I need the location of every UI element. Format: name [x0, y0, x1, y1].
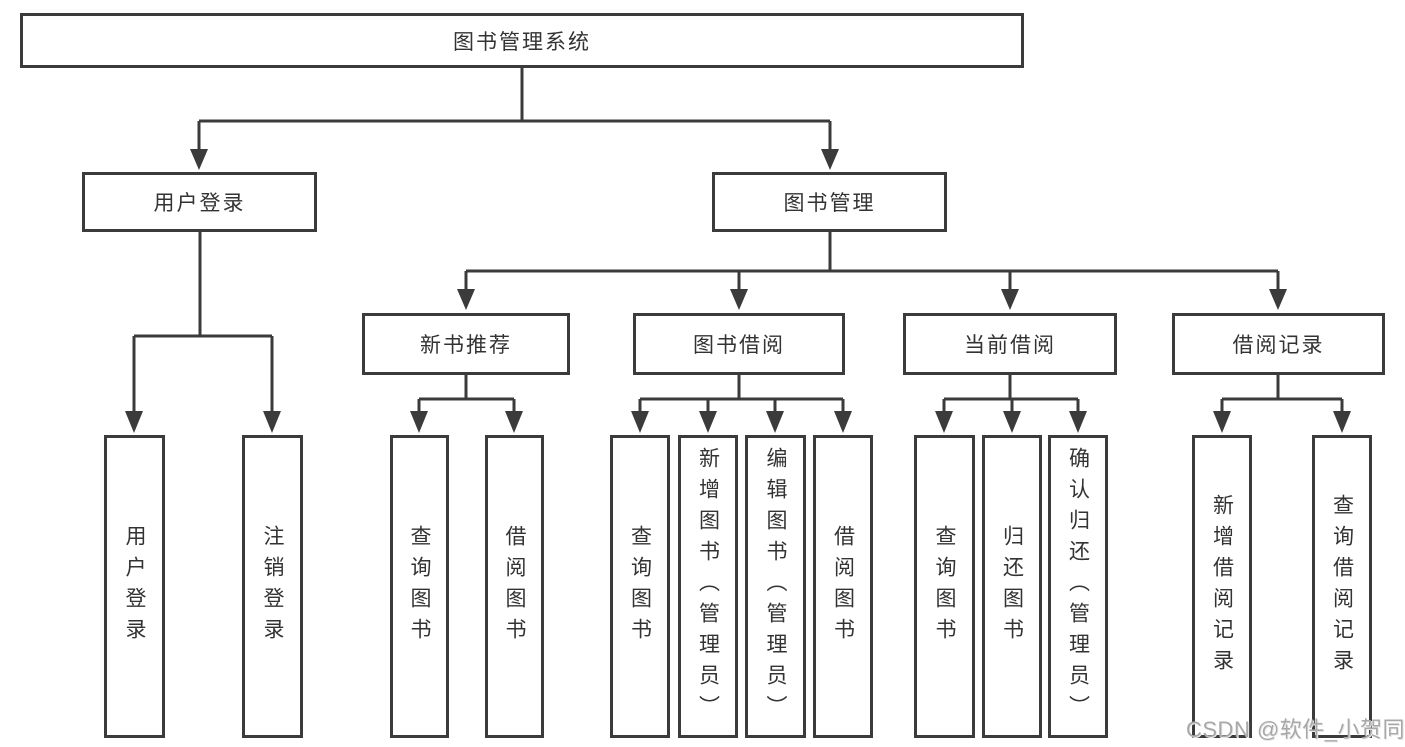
node-borrow-records: 借阅记录 [1172, 313, 1385, 375]
leaf-label: 新增图书（管理员） [696, 447, 720, 726]
leaf-query-books-recommend: 查询图书 [390, 435, 449, 738]
leaf-label: 查询借阅记录 [1330, 493, 1354, 680]
leaf-confirm-return-admin: 确认归还（管理员） [1048, 435, 1108, 738]
node-label: 当前借阅 [964, 334, 1056, 357]
leaf-borrow-books: 借阅图书 [813, 435, 873, 738]
leaf-label: 查询图书 [933, 524, 956, 649]
leaf-logout: 注销登录 [242, 435, 303, 738]
leaf-user-login: 用户登录 [104, 435, 165, 738]
node-library-management-system: 图书管理系统 [20, 13, 1024, 68]
leaf-label: 新增借阅记录 [1210, 493, 1234, 680]
node-label: 图书管理 [783, 192, 876, 215]
leaf-query-borrow-record: 查询借阅记录 [1312, 435, 1372, 738]
leaf-label: 注销登录 [261, 524, 284, 649]
node-label: 用户登录 [153, 192, 246, 215]
leaf-label: 用户登录 [123, 524, 146, 649]
leaf-label: 查询图书 [408, 524, 431, 649]
node-label: 图书管理系统 [453, 30, 591, 54]
node-label: 图书借阅 [693, 334, 785, 357]
leaf-label: 归还图书 [1000, 524, 1024, 649]
node-user-login: 用户登录 [82, 172, 317, 232]
leaf-add-borrow-record: 新增借阅记录 [1192, 435, 1252, 738]
node-book-management: 图书管理 [712, 172, 947, 232]
leaf-label: 确认归还（管理员） [1066, 447, 1090, 726]
node-label: 借阅记录 [1232, 334, 1325, 357]
leaf-return-books: 归还图书 [982, 435, 1042, 738]
leaf-query-books-current: 查询图书 [914, 435, 975, 738]
leaf-label: 借阅图书 [831, 524, 855, 649]
csdn-watermark: CSDN @软件_小贺同学 [1186, 717, 1405, 742]
leaf-borrow-books-recommend: 借阅图书 [485, 435, 544, 738]
node-current-borrow: 当前借阅 [903, 313, 1117, 375]
leaf-label: 查询图书 [628, 524, 652, 649]
node-label: 新书推荐 [420, 334, 512, 357]
leaf-add-books-admin: 新增图书（管理员） [678, 435, 738, 738]
leaf-edit-books-admin: 编辑图书（管理员） [745, 435, 806, 738]
leaf-label: 借阅图书 [503, 524, 526, 649]
node-new-book-recommend: 新书推荐 [362, 313, 570, 375]
leaf-label: 编辑图书（管理员） [764, 447, 787, 726]
node-book-borrow: 图书借阅 [633, 313, 845, 375]
leaf-query-books-borrow: 查询图书 [610, 435, 670, 738]
